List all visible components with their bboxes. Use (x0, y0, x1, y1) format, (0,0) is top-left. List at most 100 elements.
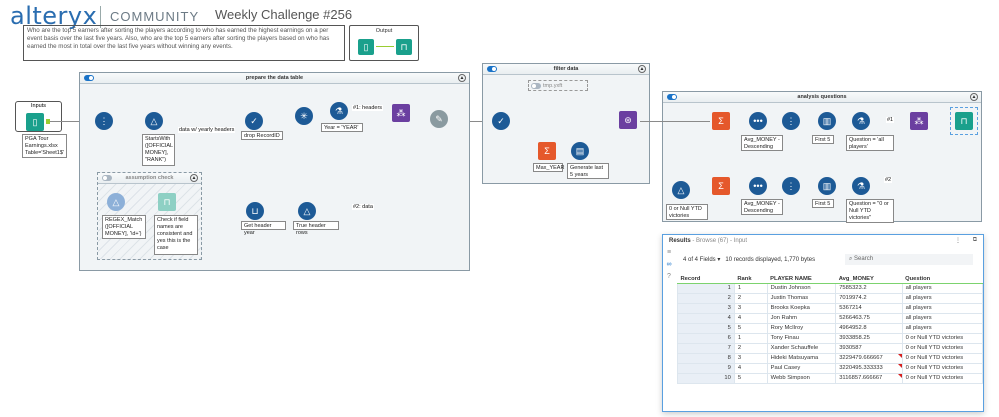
formula-note-1: Question = 'all players' (846, 135, 894, 151)
table-cell: Tony Finau (766, 332, 837, 344)
record-id-tool-1[interactable]: ⋮ (782, 112, 800, 130)
results-toolbar: 4 of 4 Fields ▾ 10 records displayed, 1,… (677, 253, 973, 267)
cleanse-tool[interactable]: ✎ (430, 110, 448, 128)
formula-tool-1[interactable]: ⚗ (852, 112, 870, 130)
container-toggle[interactable] (487, 66, 497, 72)
table-cell: 5 (733, 322, 768, 334)
column-header[interactable]: Rank (734, 275, 768, 284)
select-note: drop RecordID (241, 131, 283, 140)
container-toggle[interactable] (84, 75, 94, 81)
filter-tool[interactable]: △ (145, 112, 163, 130)
dynamic-rename-tool[interactable]: ⁂ (392, 104, 410, 122)
input-tool-note: PGA Tour Earnings.xlsx Table='Sheet1$' (22, 134, 67, 158)
summarize-tool[interactable]: Σ (538, 142, 556, 160)
select-tool-filter[interactable]: ✓ (492, 112, 510, 130)
more-menu-icon[interactable]: ⋮ (955, 238, 961, 244)
formula-tool-2[interactable]: ⚗ (852, 177, 870, 195)
column-header[interactable]: Record (677, 275, 735, 284)
true-header-filter-tool[interactable]: △ (298, 202, 316, 220)
table-cell: 3 (733, 302, 768, 314)
column-header[interactable]: Avg_MONEY (835, 275, 903, 284)
input-book-icon: ▯ (358, 39, 374, 55)
challenge-description: Who are the top 5 earners after sorting … (23, 25, 345, 61)
results-header: Results - Browse (67) - Input ⋮ ⧉ (663, 235, 983, 249)
help-icon[interactable]: ? (667, 273, 671, 280)
tmp-container[interactable]: tmp.yxft (528, 80, 588, 91)
fields-dropdown[interactable]: 4 of 4 Fields (683, 257, 716, 263)
collapse-icon[interactable]: ▲ (970, 93, 978, 101)
container-toggle[interactable] (667, 94, 677, 100)
analysis-wire-top (640, 121, 710, 122)
wire-label-data-yearly: data w/ yearly headers (178, 127, 236, 133)
collapse-icon[interactable]: ▲ (190, 174, 198, 182)
container-toggle[interactable] (531, 83, 541, 89)
column-header[interactable]: Question (902, 275, 983, 284)
table-cell: Rory McIlroy (766, 322, 837, 334)
regex-note: REGEX_Match ([OFFICIAL MONEY], '\d+') (102, 215, 146, 239)
browse-tool-output[interactable]: ⊓ (955, 112, 973, 130)
table-cell: 3930587 (835, 342, 903, 354)
record-id-tool[interactable]: ⋮ (95, 112, 113, 130)
regex-filter-tool[interactable]: △ (107, 193, 125, 211)
table-cell: 0 or Null YTD victories (901, 352, 984, 364)
filter-tool-victories[interactable]: △ (672, 181, 690, 199)
container-toggle[interactable] (102, 175, 112, 181)
results-subtitle: - Browse (67) - Input (690, 238, 748, 244)
multi-row-formula-tool[interactable]: ⊔ (246, 202, 264, 220)
table-cell: 7585323.2 (835, 282, 903, 294)
select-tool[interactable]: ✓ (245, 112, 263, 130)
table-cell: 3220495.333333 (835, 362, 903, 374)
records-summary: 10 records displayed, 1,770 bytes (725, 257, 816, 263)
sort-tool-2[interactable]: ••• (749, 177, 767, 195)
browse-tool[interactable]: ⊓ (158, 193, 176, 211)
container-title: assumption check (125, 175, 174, 181)
formula-note: Year = 'YEAR' (321, 123, 363, 132)
formula-note-2: Question = "0 or Null YTD victories" (846, 199, 894, 223)
popout-icon[interactable]: ⧉ (972, 237, 977, 243)
binoculars-icon[interactable]: ∞ (666, 261, 672, 268)
search-input[interactable]: ⌕ Search (845, 254, 973, 265)
collapse-icon[interactable]: ▲ (638, 65, 646, 73)
list-icon[interactable]: ≡ (666, 249, 672, 256)
search-placeholder: Search (854, 256, 874, 262)
table-cell: 4 (733, 312, 768, 324)
true-header-note: True header rows (293, 221, 339, 236)
sample-tool-2[interactable]: ▥ (818, 177, 836, 195)
sort-tool-1[interactable]: ••• (749, 112, 767, 130)
filter-note-victories: 0 or Null YTD victories (666, 204, 708, 220)
transpose-tool[interactable]: ✳ (295, 107, 313, 125)
input-data-tool[interactable]: ▯ (26, 113, 44, 131)
sample-note-2: First 5 (812, 199, 834, 208)
container-title: prepare the data table (245, 75, 304, 81)
table-cell: all players (901, 292, 984, 304)
summarize-tool-2[interactable]: Σ (712, 177, 730, 195)
join-tool[interactable]: ⊛ (619, 111, 637, 129)
summarize-tool-1[interactable]: Σ (712, 112, 730, 130)
sort-note-2: Avg_MONEY - Descending (741, 199, 783, 215)
column-header[interactable]: PLAYER NAME (767, 275, 836, 284)
collapse-icon[interactable]: ▲ (458, 74, 466, 82)
union-tool[interactable]: ⁂ (910, 112, 928, 130)
wire-label-data: #2: data (352, 204, 374, 210)
community-label: COMMUNITY (110, 9, 200, 24)
formula-tool[interactable]: ⚗ (330, 102, 348, 120)
table-cell: all players (901, 322, 984, 334)
container-prepare-data[interactable]: prepare the data table ▲ (79, 72, 470, 271)
table-cell: 2 (733, 292, 768, 304)
check-note: Check if field names are consistent and … (154, 215, 198, 255)
record-id-tool-2[interactable]: ⋮ (782, 177, 800, 195)
table-cell: Justin Thomas (766, 292, 837, 304)
sample-tool-1[interactable]: ▥ (818, 112, 836, 130)
generate-rows-tool[interactable]: ▤ (571, 142, 589, 160)
